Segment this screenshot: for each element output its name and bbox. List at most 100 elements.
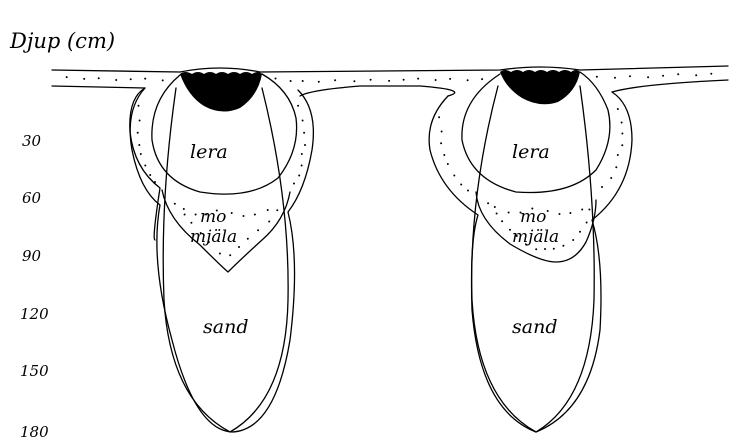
stipple-dot [403, 79, 405, 81]
stipple-dot [596, 76, 598, 78]
stipple-dot [440, 142, 442, 144]
stipple-dot [615, 166, 617, 168]
stipple-dot [238, 246, 240, 248]
layer-label-lera: lera [190, 141, 228, 163]
stipple-dot [247, 238, 249, 240]
stipple-dot [617, 108, 619, 110]
stipple-dot [66, 76, 68, 78]
stipple-dot [677, 73, 679, 75]
stipple-dot [588, 209, 590, 211]
stipple-dot [579, 231, 581, 233]
stipple-dot [268, 221, 270, 223]
stipple-dot [370, 79, 372, 81]
sand-layer-outline [163, 88, 288, 432]
surface-band-bottom-edge [52, 80, 728, 240]
stipple-dot [98, 77, 100, 79]
layer-label-mo: mo [200, 207, 226, 227]
stipple-dot [138, 105, 140, 107]
stipple-dot [254, 214, 256, 216]
stipple-dot [183, 208, 185, 210]
dark-topsoil-pocket [180, 72, 262, 112]
dark-topsoil-pocket [500, 70, 580, 104]
stipple-dot [621, 133, 623, 135]
surface-band [52, 66, 728, 240]
stipple-dot [301, 153, 303, 155]
stipple-dot [243, 215, 245, 217]
stipple-dot [417, 78, 419, 80]
stipple-dot [301, 165, 303, 167]
stipple-dot [162, 79, 164, 81]
stipple-dot [453, 175, 455, 177]
stipple-dot [257, 229, 259, 231]
stipple-dot [137, 132, 139, 134]
stipple-dot [614, 77, 616, 79]
stipple-dot [353, 80, 355, 82]
stipple-dot [83, 78, 85, 80]
stipple-dot [610, 177, 612, 179]
stipple-dot [334, 79, 336, 81]
stipple-dot [647, 76, 649, 78]
stipple-dot [508, 212, 510, 214]
depth-tick-label: 180 [20, 423, 49, 441]
stipple-dot [184, 214, 186, 216]
stipple-dot [276, 209, 278, 211]
stipple-dot [441, 131, 443, 133]
surface-band-top-edge [52, 66, 728, 72]
stipple-dot [662, 75, 664, 77]
stipple-dot [569, 212, 571, 214]
stipple-dot [443, 154, 445, 156]
stipple-dot [621, 144, 623, 146]
stipple-dot [710, 73, 712, 75]
surface-band-stipple [66, 73, 713, 83]
stipple-dot [601, 186, 603, 188]
stipple-dot [303, 132, 305, 134]
profile-outer-outline [130, 88, 313, 432]
stipple-dot [318, 81, 320, 83]
stipple-dot [154, 181, 156, 183]
stipple-dot [174, 203, 176, 205]
stipple-dot [447, 163, 449, 165]
stipple-dot [547, 210, 549, 212]
stipple-dot [695, 74, 697, 76]
stipple-dot [267, 209, 269, 211]
stipple-dot [562, 245, 564, 247]
stipple-dot [298, 175, 300, 177]
stipple-dot [586, 222, 588, 224]
stipple-dot [467, 79, 469, 81]
stipple-dot [275, 78, 277, 80]
stipple-dot [130, 78, 132, 80]
layer-label-mjala: mjäla [190, 227, 237, 247]
soil-profile-right: lera mo mjäla sand [429, 70, 632, 432]
stipple-dot [621, 122, 623, 124]
stipple-dot [293, 183, 295, 185]
stipple-dot [496, 213, 498, 215]
stipple-dot [581, 209, 583, 211]
stipple-dot [388, 80, 390, 82]
layer-label-mjala: mjäla [512, 227, 559, 247]
depth-tick-label: 30 [22, 132, 42, 150]
layer-label-lera: lera [512, 141, 550, 163]
stipple-dot [438, 116, 440, 118]
stipple-dot [559, 213, 561, 215]
stipple-dot [190, 222, 192, 224]
stipple-dot [138, 144, 140, 146]
stipple-dot [302, 120, 304, 122]
stipple-dot [572, 239, 574, 241]
stipple-dot [115, 79, 117, 81]
depth-tick-label: 120 [20, 305, 49, 323]
stipple-dot [509, 229, 511, 231]
depth-tick-label: 60 [22, 189, 42, 207]
depth-axis-ticks: 30 60 90 120 150 180 [20, 132, 49, 441]
stipple-dot [487, 202, 489, 204]
stipple-dot [435, 79, 437, 81]
stipple-dot [297, 105, 299, 107]
stipple-dot [149, 174, 151, 176]
stipple-dot [553, 248, 555, 250]
stipple-dot [144, 165, 146, 167]
stipple-dot [219, 253, 221, 255]
stipple-dot [535, 248, 537, 250]
layer-label-sand: sand [512, 316, 557, 338]
stipple-dot [229, 254, 231, 256]
depth-axis-title: Djup (cm) [9, 29, 115, 53]
